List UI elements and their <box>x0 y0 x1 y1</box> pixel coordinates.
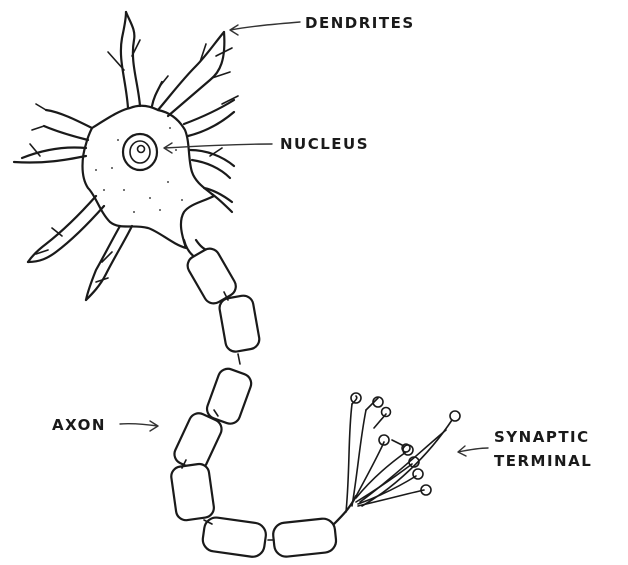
synaptic-terminal-arrow <box>458 446 488 456</box>
axon-arrow <box>120 421 158 431</box>
nucleolus <box>138 146 145 153</box>
myelin-segment <box>272 518 337 558</box>
myelin-segment <box>170 463 215 522</box>
cell-body <box>83 106 215 248</box>
synaptic-terminal <box>346 393 460 512</box>
axon <box>170 245 337 558</box>
dendrites-arrow <box>230 22 300 35</box>
myelin-segment <box>201 516 267 558</box>
label-axon: AXON <box>52 416 106 434</box>
myelin-segment <box>218 294 261 353</box>
label-synaptic-line2: TERMINAL <box>494 452 592 470</box>
label-nucleus: NUCLEUS <box>280 135 369 153</box>
label-synaptic-line1: SYNAPTIC <box>494 428 590 446</box>
label-dendrites: DENDRITES <box>305 14 415 32</box>
